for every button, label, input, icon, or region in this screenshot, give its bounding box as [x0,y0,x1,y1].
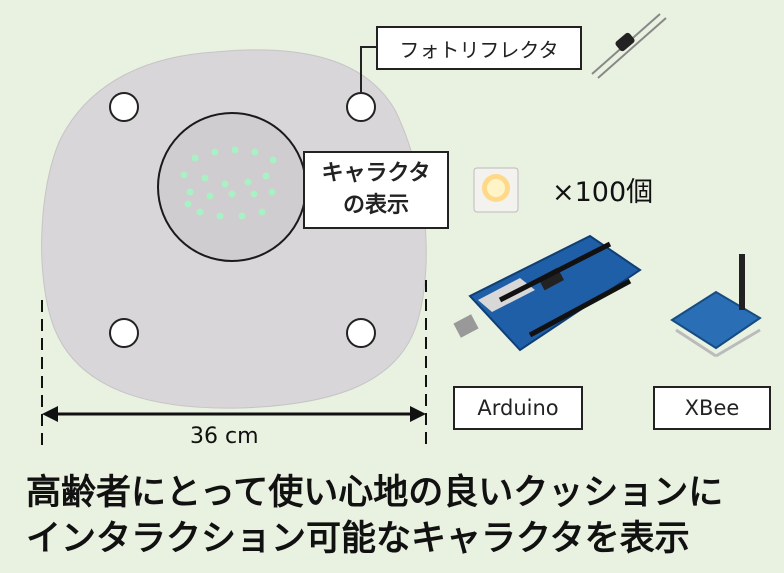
character-label-line2: の表示 [342,193,409,218]
led-dot [211,148,219,156]
xbee-label: XBee [653,386,771,430]
led-dot [244,178,252,186]
sensor-hole-top-right [346,92,376,122]
caption-line1: 高齢者にとって使い心地の良いクッションに [26,473,724,513]
photoreflector-sensor-icon [591,13,667,79]
character-display-label: キャラクタ の表示 [303,151,449,229]
led-dot-pattern [180,146,277,220]
caption-line2: インタラクション可能なキャラクタを表示 [26,519,690,559]
led-dot [206,192,214,200]
led-dot [221,180,229,188]
led-dot [186,188,194,196]
led-dot [251,148,259,156]
led-dot [262,172,270,180]
led-dot [191,154,199,162]
arduino-label: Arduino [453,386,583,430]
led-chip-icon [473,167,519,213]
led-dot [180,171,188,179]
led-dot [238,212,246,220]
led-dot [196,208,204,216]
character-label-line1: キャラクタ [321,161,431,186]
dimension-text: 36 cm [190,424,259,449]
led-dot [258,208,266,216]
dimension-arrow-right-head [410,406,426,422]
led-dot [201,174,209,182]
led-dot [231,146,239,154]
arduino-board-icon [453,234,642,352]
led-dot [184,200,192,208]
led-dot [268,188,276,196]
xbee-module-icon [670,254,762,358]
led-dot [269,156,277,164]
sensor-hole-top-left [109,92,139,122]
led-count-text: ×100個 [552,177,654,208]
dimension-arrow-left-head [42,406,58,422]
photoreflector-pointer [360,46,376,92]
sensor-hole-bottom-left [109,318,139,348]
character-display-area [157,112,307,262]
photoreflector-label: フォトリフレクタ [376,26,582,70]
sensor-hole-bottom-right [346,318,376,348]
caption: 高齢者にとって使い心地の良いクッションに インタラクション可能なキャラクタを表示 [26,470,776,562]
led-dot [216,212,224,220]
led-dot [250,190,258,198]
led-dot [228,190,236,198]
